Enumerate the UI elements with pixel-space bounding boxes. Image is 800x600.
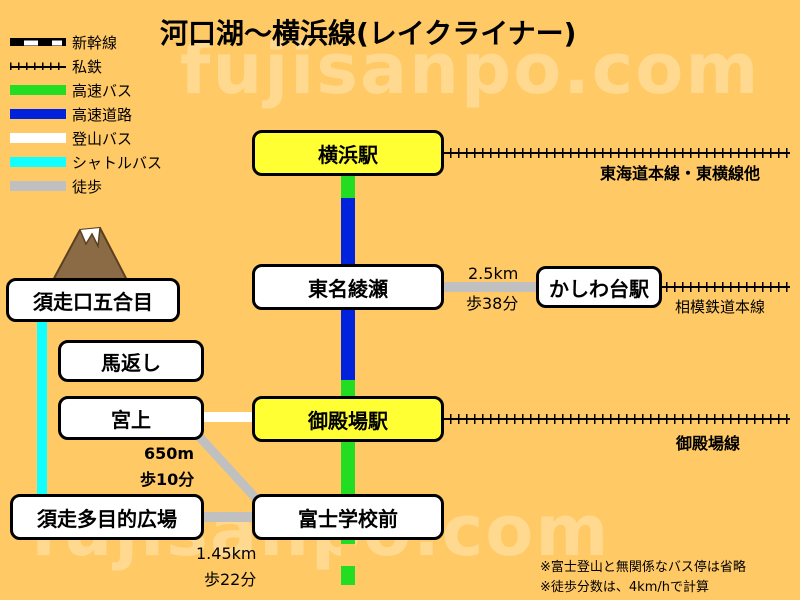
walk-distance: 650m [144, 444, 195, 463]
station-umagaeshi: 馬返し [58, 340, 204, 382]
walk-distance: 1.45km [196, 544, 257, 563]
legend: 新幹線 私鉄 高速バス 高速道路 登山バス シャトルバス 徒歩 [10, 30, 162, 198]
walk-ayase-kashiwadai [440, 282, 540, 292]
mountain-bus-line [200, 412, 256, 422]
rail-label-tokaido: 東海道本線・東横線他 [600, 164, 761, 183]
station-tomei-ayase: 東名綾瀬 [252, 264, 444, 310]
shinkansen-line-icon [10, 38, 66, 46]
walk-gakko-tamokuteki [202, 512, 258, 522]
walk-distance: 2.5km [468, 264, 519, 283]
mount-fuji-icon [50, 226, 130, 283]
footnote: ※富士登山と無関係なバス停は省略 [540, 560, 746, 575]
station-yokohama: 横浜駅 [252, 130, 444, 176]
shuttle-bus-swatch [10, 157, 66, 167]
rail-label-sotetsu: 相模鉄道本線 [675, 298, 766, 316]
legend-item: 高速バス [10, 78, 162, 102]
station-miyakami: 宮上 [58, 396, 204, 440]
legend-item: 私鉄 [10, 54, 162, 78]
legend-item: シャトルバス [10, 150, 162, 174]
private-railway-icon [10, 62, 66, 70]
expressway-segment [341, 308, 355, 380]
station-subashiri-5: 須走口五合目 [6, 278, 180, 322]
walk-miyakami-gakko [191, 428, 266, 509]
watermark: fujisanpo.com [180, 28, 761, 110]
expressway-segment [341, 198, 355, 268]
station-fuji-gakko: 富士学校前 [252, 494, 444, 540]
express-bus-swatch [10, 85, 66, 95]
rail-label-gotemba: 御殿場線 [676, 434, 741, 453]
shuttle-bus-line [37, 318, 47, 500]
station-kashiwadai: かしわ台駅 [536, 266, 662, 308]
legend-item: 登山バス [10, 126, 162, 150]
legend-item: 高速道路 [10, 102, 162, 126]
walk-swatch [10, 181, 66, 191]
walk-time: 歩10分 [140, 470, 195, 489]
expressway-swatch [10, 109, 66, 119]
walk-time: 歩38分 [466, 294, 519, 313]
walk-time: 歩22分 [204, 570, 257, 589]
mountain-bus-swatch [10, 133, 66, 143]
station-subashiri-tamokuteki: 須走多目的広場 [10, 494, 204, 540]
footnote: ※徒歩分数は、4km/hで計算 [540, 580, 709, 595]
legend-item: 新幹線 [10, 30, 162, 54]
legend-item: 徒歩 [10, 174, 162, 198]
station-gotemba: 御殿場駅 [252, 396, 444, 442]
page-title: 河口湖～横浜線(レイクライナー) [160, 17, 577, 50]
